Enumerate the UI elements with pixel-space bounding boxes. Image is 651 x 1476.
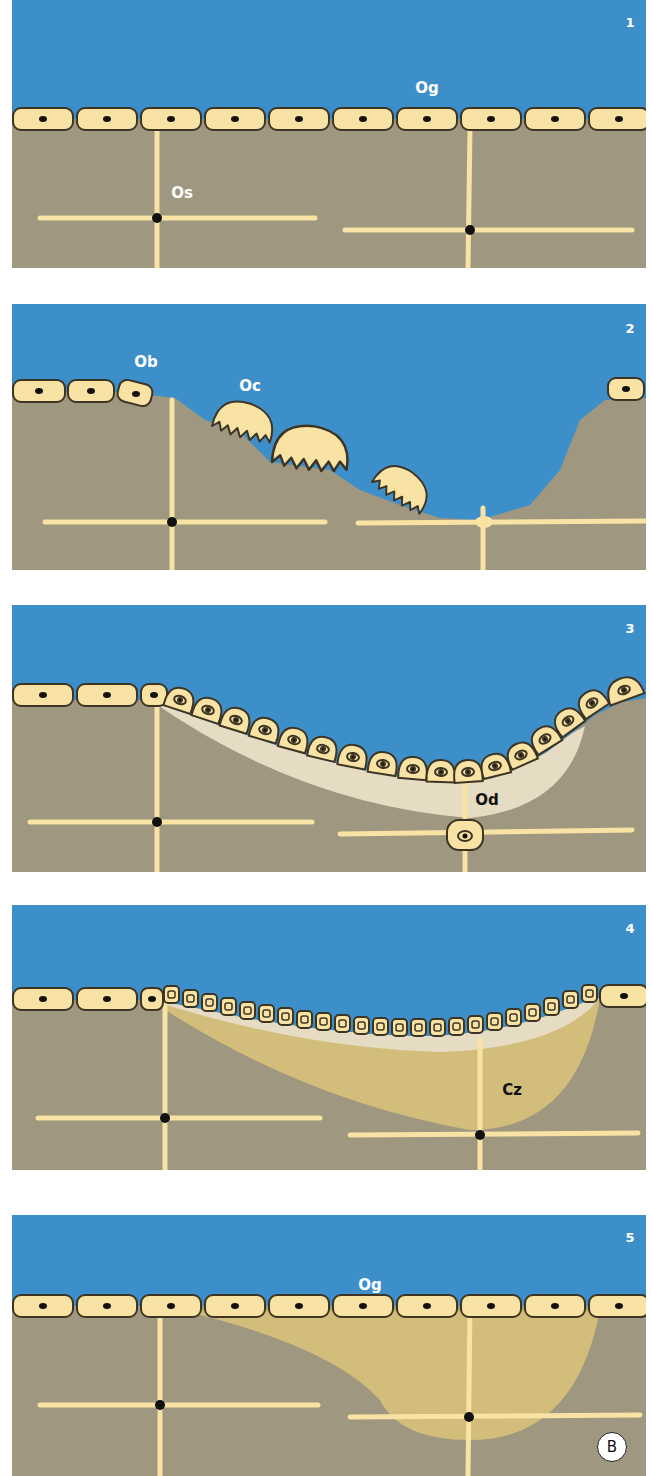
formation-panel <box>12 605 646 872</box>
panel-number: 2 <box>625 322 634 335</box>
resorption-panel <box>12 304 646 570</box>
osteocyte-nucleus <box>152 213 162 223</box>
part-label: Ob <box>134 355 158 370</box>
osteocyte-nucleus <box>152 817 162 827</box>
resting-panel <box>12 0 646 268</box>
part-label: Os <box>171 186 193 201</box>
osteocyte <box>40 1305 640 1476</box>
cell-nuclei <box>39 1303 623 1309</box>
osteocyte <box>38 995 638 1170</box>
panel-number: 5 <box>625 1231 634 1244</box>
osteoblasts <box>164 985 597 1036</box>
osteocyte <box>30 695 632 872</box>
mineralisation-panel <box>12 905 646 1170</box>
bone-matrix <box>12 119 646 268</box>
osteoblasts <box>163 673 644 783</box>
fluid-background <box>12 1215 646 1476</box>
osteoclasts <box>211 395 436 516</box>
lining-cells <box>13 1295 646 1317</box>
new-bone <box>180 1310 600 1440</box>
osteocyte-nucleus <box>465 225 475 235</box>
cell-nuclei <box>35 386 630 397</box>
osteocyte-nucleus <box>464 1412 474 1422</box>
panel-number: 4 <box>625 922 634 935</box>
osteocyte-nucleus <box>160 1113 170 1123</box>
osteocyte <box>45 400 646 570</box>
bone-matrix <box>12 1306 646 1476</box>
osteocyte-nucleus <box>155 1400 165 1410</box>
cell-nuclei <box>39 692 158 698</box>
figure-letter: B <box>607 1438 617 1456</box>
osteoblast-nuclei <box>168 990 593 1031</box>
osteoblasts <box>13 378 644 408</box>
bone-matrix <box>12 392 646 570</box>
part-label: Oc <box>239 379 261 394</box>
bone-matrix <box>12 698 646 872</box>
osteocyte-body <box>475 516 493 528</box>
cell-nuclei <box>39 116 623 122</box>
fluid-background <box>12 905 646 1170</box>
figure-letter-circle: B <box>597 1432 627 1462</box>
cell-nuclei <box>39 993 628 1002</box>
panel-number: 1 <box>625 16 634 29</box>
fluid-background <box>12 304 646 570</box>
restored-panel <box>12 1215 646 1476</box>
lining-cells <box>13 108 646 130</box>
osteocyte-nucleus <box>167 517 177 527</box>
mineralised-bone <box>150 998 600 1130</box>
part-label: Cz <box>502 1083 522 1098</box>
part-label: Od <box>475 793 499 808</box>
part-label: Og <box>358 1278 382 1293</box>
lining-cells <box>13 684 167 706</box>
fluid-background <box>12 0 646 268</box>
embedded-osteoblast <box>447 820 483 850</box>
bone-matrix <box>12 996 646 1170</box>
panel-number: 3 <box>625 622 634 635</box>
osteocyte <box>40 128 632 268</box>
osteocyte-nucleus <box>475 1130 485 1140</box>
fluid-background <box>12 605 646 872</box>
part-label: Og <box>415 81 439 96</box>
